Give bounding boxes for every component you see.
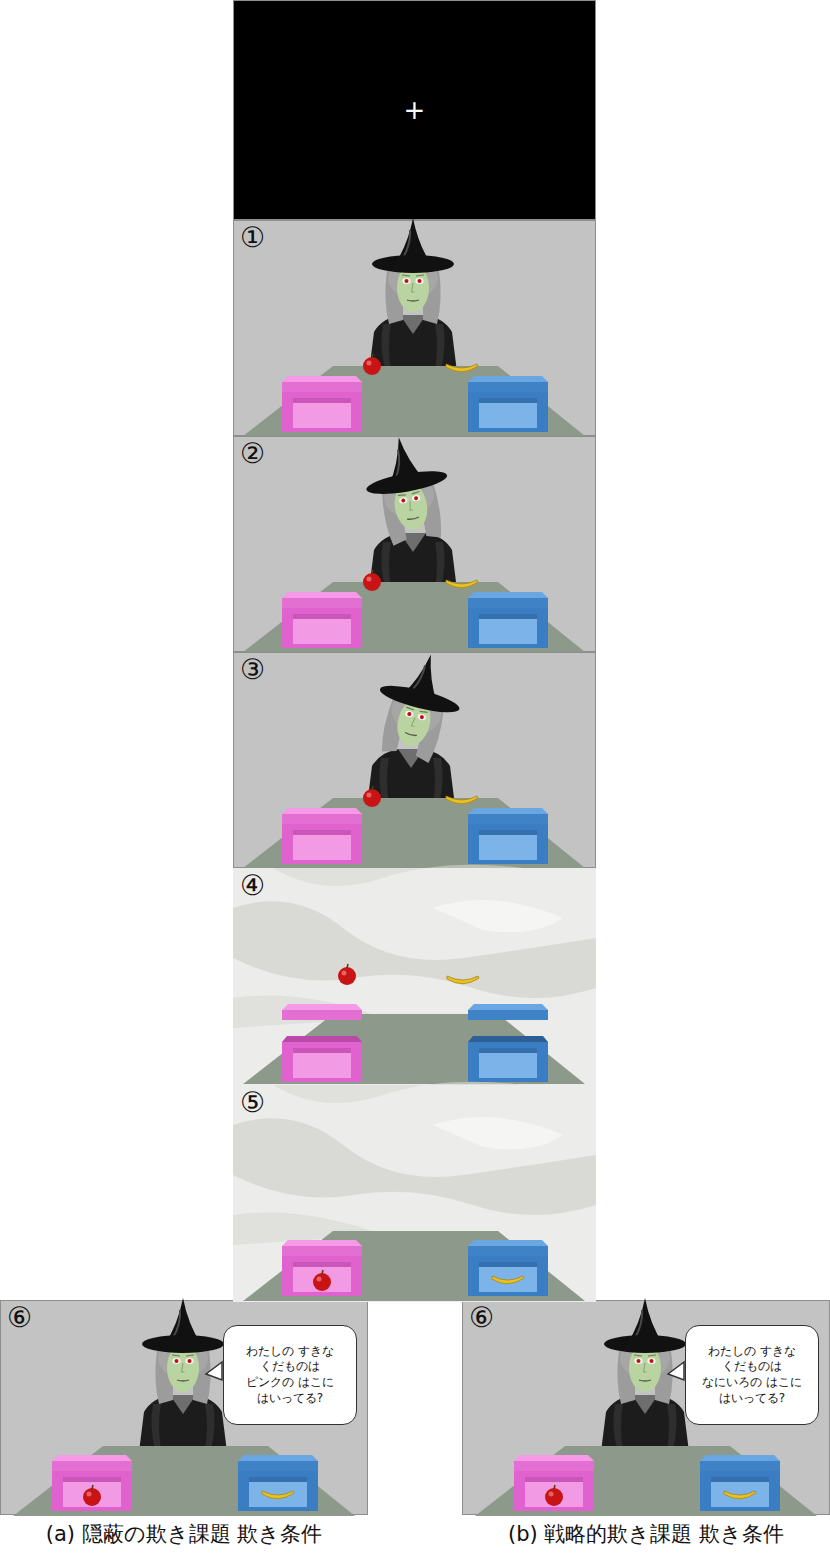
speech-text: わたしの すきな くだものは なにいろの はこに はいってる? <box>700 1344 804 1406</box>
panel-number: ⑥ <box>469 1301 494 1334</box>
panel-number: ⑥ <box>7 1301 32 1334</box>
speech-bubble: わたしの すきな くだものは なにいろの はこに はいってる? <box>685 1325 819 1425</box>
scene-panel: ⑥ わたしの すきな くだものは ピンクの はこに はいってる? <box>0 1300 368 1515</box>
speech-text: わたしの すきな くだものは ピンクの はこに はいってる? <box>238 1344 342 1406</box>
panel-number: ② <box>240 437 265 470</box>
panel-number: ④ <box>240 869 265 902</box>
scene-panel: ③ <box>233 652 596 868</box>
panel-number: ③ <box>240 653 265 686</box>
speech-bubble: わたしの すきな くだものは ピンクの はこに はいってる? <box>223 1325 357 1425</box>
scene-panel: ⑥ わたしの すきな くだものは なにいろの はこに はいってる? <box>462 1300 830 1515</box>
fixation-panel: + <box>233 0 596 220</box>
scene-panel: ② <box>233 436 596 652</box>
scene-panel: ④ <box>233 868 596 1085</box>
panel-caption: (b) 戦略的欺き課題 欺き条件 <box>462 1520 830 1548</box>
panel-number: + <box>234 1 595 219</box>
scene-panel: ① <box>233 220 596 436</box>
panel-number: ① <box>240 221 265 254</box>
scene-panel: ⑤ <box>233 1085 596 1300</box>
panel-caption: (a) 隠蔽の欺き課題 欺き条件 <box>0 1520 368 1548</box>
panel-number: ⑤ <box>240 1086 265 1119</box>
